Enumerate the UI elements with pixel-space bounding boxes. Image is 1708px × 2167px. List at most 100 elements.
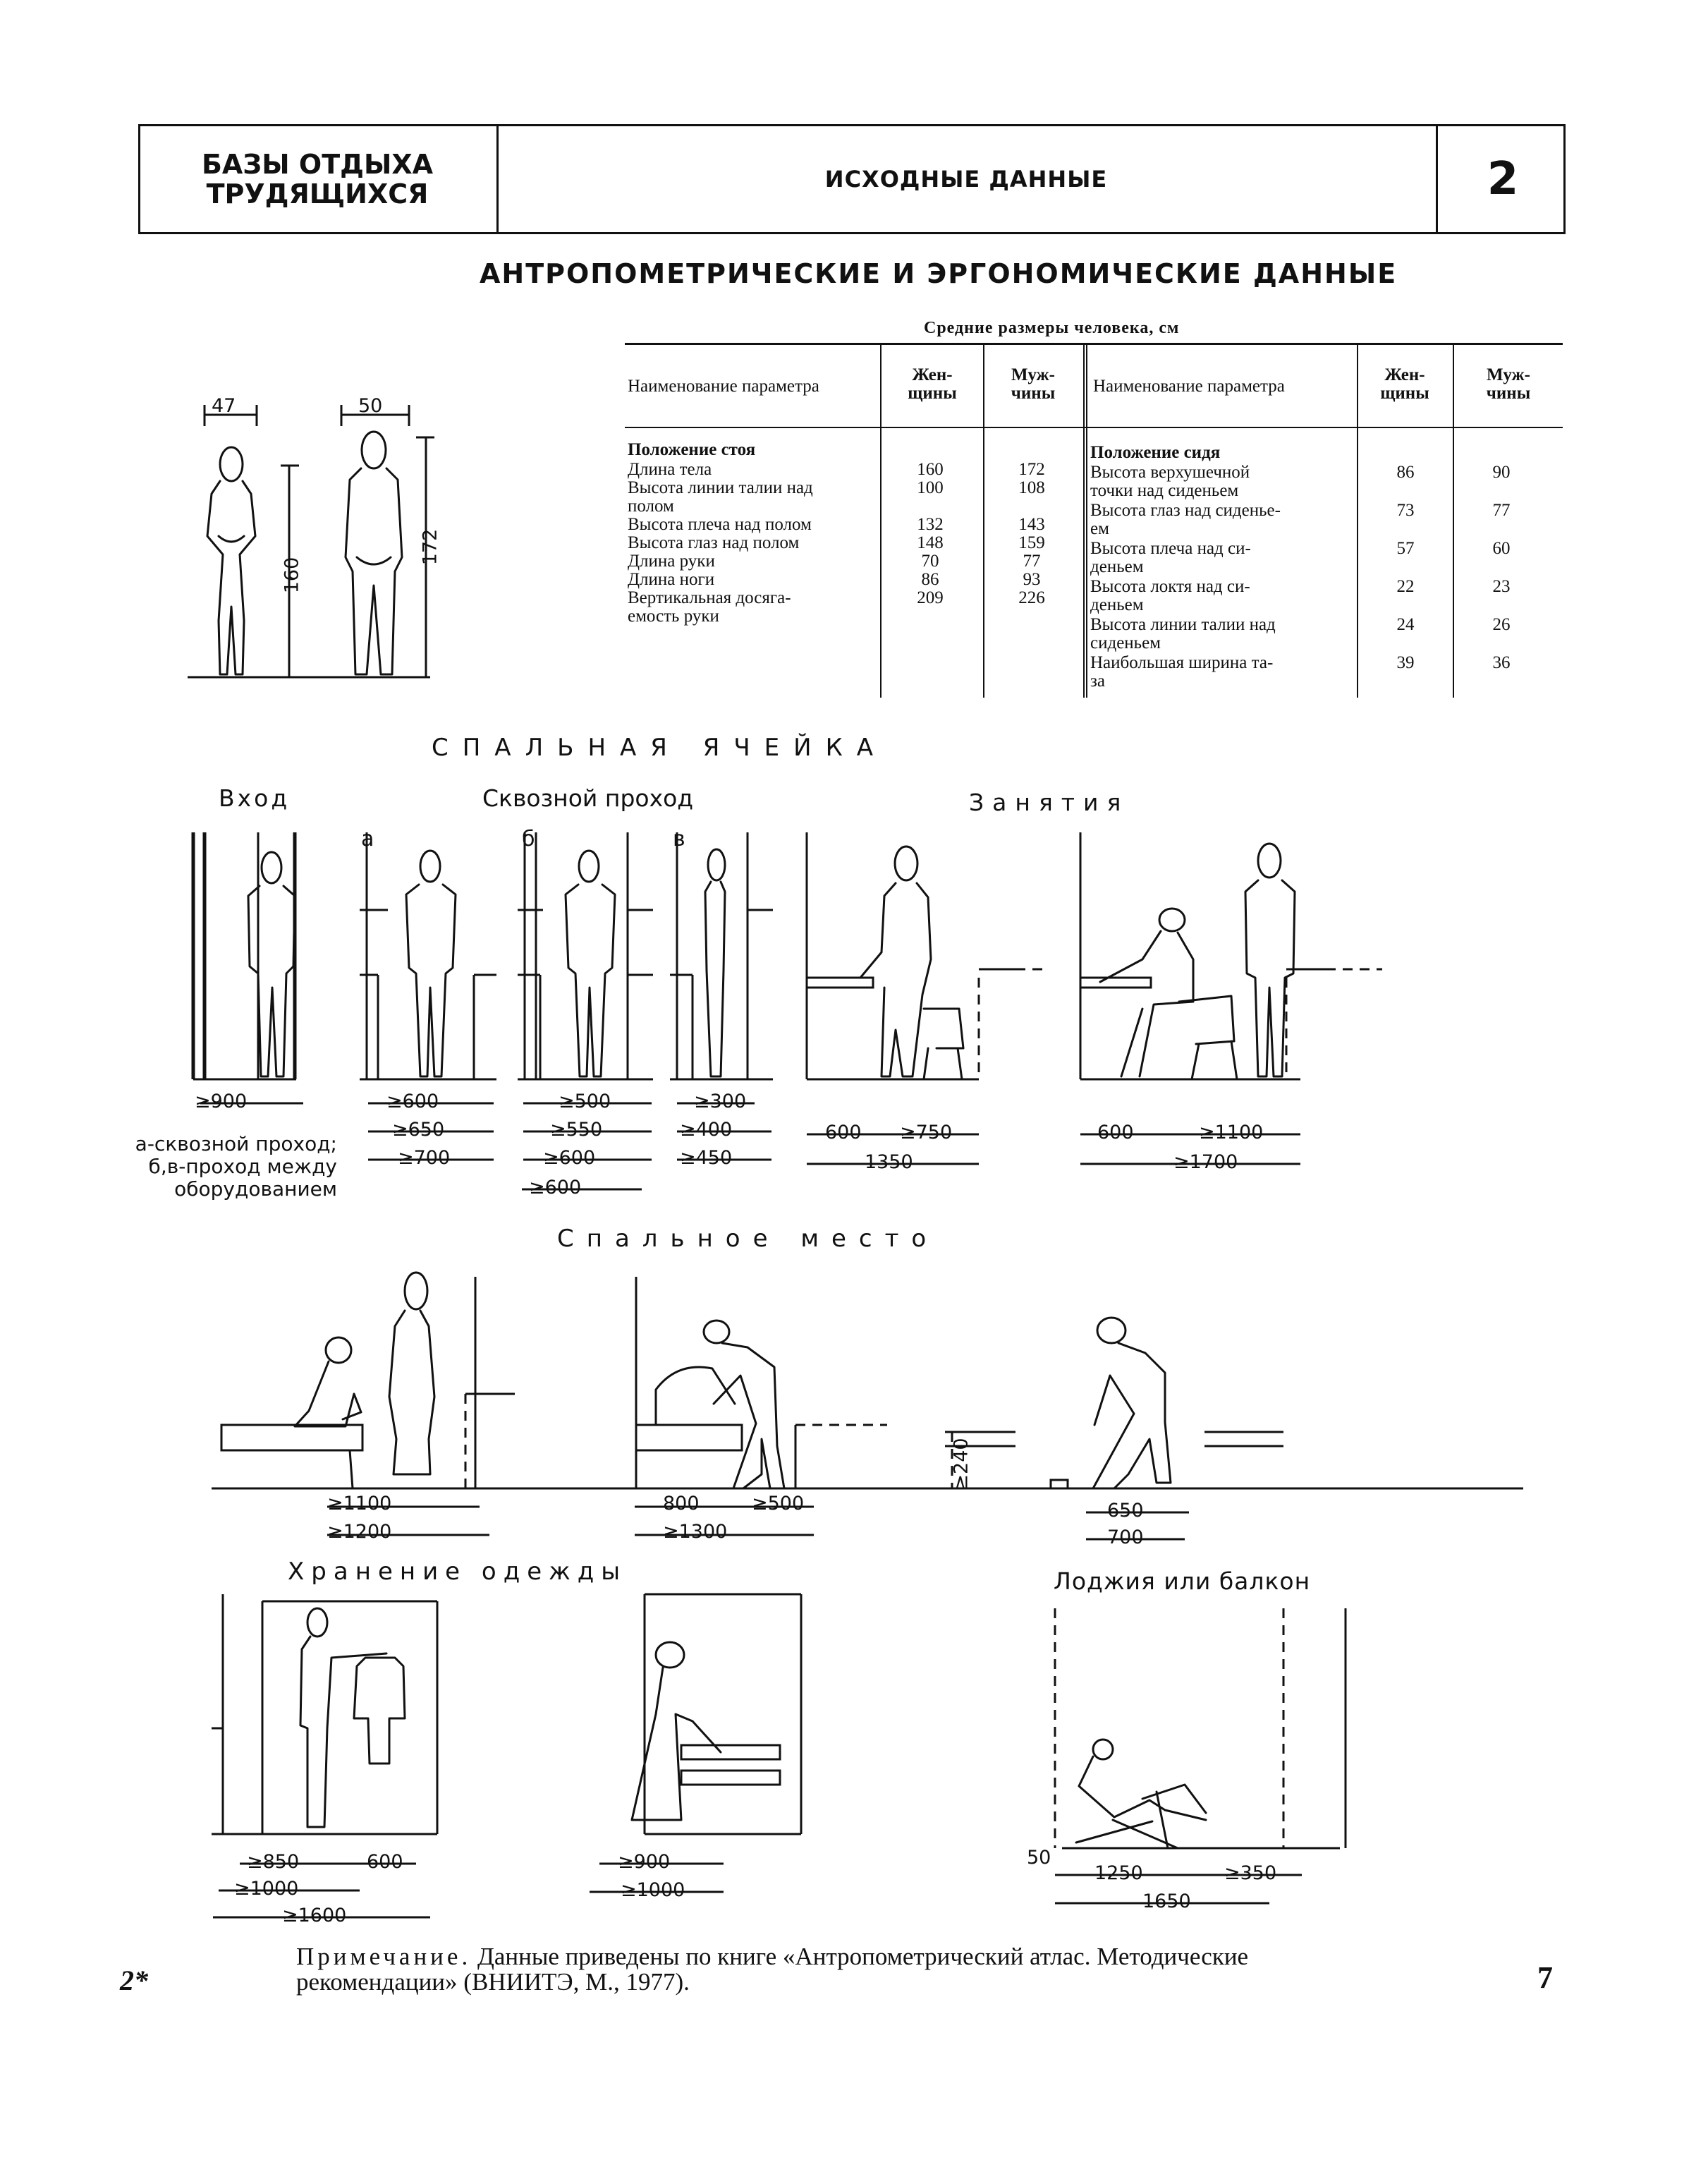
sitting-heading: Положение сидя	[1090, 443, 1221, 462]
standing-row-men: 93	[1023, 570, 1041, 589]
clothes-g1-dim-3: ≥1000	[234, 1878, 299, 1900]
sitting-row-men: 60	[1492, 539, 1511, 558]
table-caption: Средние размеры человека, см	[924, 319, 1180, 337]
col-men-left: Муж- чины	[1011, 365, 1056, 403]
sitting-row-name: Высота локтя над си- деньем	[1090, 577, 1250, 614]
sitting-row-men: 36	[1492, 653, 1511, 672]
signature-mark: 2*	[120, 1965, 148, 1996]
standing-row-men: 108	[1018, 478, 1045, 497]
sitting-row-name: Наибольшая ширина та- за	[1090, 653, 1274, 691]
standing-row-women: 209	[917, 588, 944, 607]
clothes-g1-dim-2: 600	[367, 1851, 403, 1873]
sleeping-g2-dim-1: 800	[663, 1493, 700, 1515]
clothes-g2-dim-2: ≥1000	[621, 1879, 685, 1901]
activities-right-dim-1: 600	[1097, 1122, 1134, 1143]
standing-row-women: 148	[917, 533, 944, 552]
clothes-balcony-drawings	[212, 1593, 1347, 1850]
balcony-dim-1: 1250	[1094, 1862, 1143, 1884]
sitting-row-name: Высота верхушечной точки над сиденьем	[1090, 463, 1250, 500]
activities-left-dim-1: 600	[825, 1122, 862, 1143]
clothes-dim-lines	[213, 1862, 1302, 1919]
passage-c-drawing	[670, 832, 773, 1081]
balcony-title: Лоджия или балкон	[1054, 1567, 1311, 1595]
sleeping-cell-title: СПАЛЬНАЯ ЯЧЕЙКА	[432, 734, 887, 762]
passage-note-line-2: б,в-проход между	[148, 1155, 337, 1178]
sleeping-g3-dim-2: 700	[1107, 1526, 1144, 1548]
passage-c-dim-3: ≥450	[680, 1147, 733, 1169]
sitting-row-women: 22	[1396, 577, 1415, 596]
standing-row-men: 77	[1023, 552, 1041, 571]
passage-note-line-1: а-сквозной проход;	[135, 1132, 337, 1155]
page-header: БАЗЫ ОТДЫХА ТРУДЯЩИХСЯ ИСХОДНЫЕ ДАННЫЕ 2	[138, 124, 1566, 234]
standing-row-name: Вертикальная досяга- емость руки	[628, 588, 791, 626]
standing-row-women: 100	[917, 478, 944, 497]
woman-width-dim: 47	[212, 395, 236, 417]
sleeping-g3-dim-1: 650	[1107, 1500, 1144, 1522]
passage-b-drawing	[518, 832, 653, 1081]
page-title: АНТРОПОМЕТРИЧЕСКИЕ И ЭРГОНОМИЧЕСКИЕ ДАНН…	[480, 258, 1398, 289]
sitting-row-women: 57	[1396, 539, 1415, 558]
passage-label: Сквозной проход	[482, 784, 694, 812]
passage-note-line-3: оборудованием	[174, 1177, 337, 1201]
clothes-g2-dim-1: ≥900	[618, 1851, 671, 1873]
activities-desk-two-drawing	[1079, 832, 1382, 1081]
activities-right-dim-2: ≥1100	[1199, 1122, 1264, 1143]
passage-b-dim-4: ≥600	[529, 1177, 582, 1198]
sleeping-g1-dim-2: ≥1200	[327, 1521, 392, 1543]
man-height-dim: 172	[419, 528, 441, 566]
entrance-drawing	[191, 832, 297, 1081]
activities-left-dim-2: ≥750	[900, 1122, 953, 1143]
passage-b-dim-3: ≥600	[543, 1147, 596, 1169]
col-men-right: Муж- чины	[1486, 365, 1531, 403]
standing-row-name: Высота глаз над полом	[628, 533, 800, 552]
standing-row-name: Длина тела	[628, 460, 712, 479]
sleeping-g2-dim-2: ≥500	[752, 1493, 805, 1515]
page-number: 7	[1537, 1960, 1553, 1995]
passage-a-drawing	[360, 832, 496, 1081]
standing-row-women: 86	[921, 570, 939, 589]
section-line-2: ТРУДЯЩИХСЯ	[206, 178, 429, 210]
sleeping-g2-dim-3: ≥1300	[663, 1521, 728, 1543]
standing-row-men: 159	[1018, 533, 1045, 552]
activities-left-dim-3: 1350	[865, 1151, 913, 1173]
balcony-dim-3: 1650	[1142, 1890, 1191, 1912]
anthropometric-table: Наименование параметра Жен- щины Наимено…	[625, 343, 1563, 698]
standing-row-name: Длина ноги	[628, 570, 715, 589]
standing-row-women: 132	[917, 515, 944, 534]
standing-row-men: 172	[1018, 460, 1045, 479]
passage-note: а-сквозной проход; б,в-проход между обор…	[120, 1133, 337, 1201]
note-label: Примечание.	[296, 1943, 472, 1970]
passage-b-dim-1: ≥500	[559, 1091, 611, 1112]
sitting-row-women: 73	[1396, 501, 1415, 520]
section-line-1: БАЗЫ ОТДЫХА	[201, 149, 434, 180]
clothes-g1-dim-1: ≥850	[247, 1851, 300, 1873]
entrance-dim: ≥900	[195, 1091, 248, 1112]
sitting-row-name: Высота плеча над си- деньем	[1090, 539, 1251, 576]
sleeping-place-drawings	[212, 1271, 1523, 1490]
col-women-left: Жен- щины	[908, 365, 957, 403]
topic-title: ИСХОДНЫЕ ДАННЫЕ	[824, 166, 1108, 193]
col-param-right: Наименование параметра	[1093, 377, 1285, 396]
balcony-dim-2: ≥350	[1224, 1862, 1277, 1884]
sitting-row-women: 86	[1396, 463, 1415, 482]
sitting-row-women: 24	[1396, 615, 1415, 634]
footnote: Примечание. Данные приведены по книге «А…	[296, 1944, 1340, 1995]
chapter-number: 2	[1487, 153, 1519, 205]
passage-a-dim-1: ≥600	[386, 1091, 439, 1112]
sitting-row-men: 90	[1492, 463, 1511, 482]
sitting-row-men: 23	[1492, 577, 1511, 596]
clothes-title: Хранение одежды	[288, 1558, 628, 1586]
standing-row-men: 226	[1018, 588, 1045, 607]
sleeping-place-title: Спальное место	[557, 1225, 939, 1253]
entrance-label: Вход	[219, 784, 291, 812]
woman-height-dim: 160	[281, 557, 303, 594]
sitting-row-men: 77	[1492, 501, 1511, 520]
sitting-row-men: 26	[1492, 615, 1511, 634]
sleeping-place-dim-lines	[327, 1505, 1189, 1541]
sitting-row-name: Высота линии талии над сиденьем	[1090, 615, 1276, 652]
col-param-left: Наименование параметра	[628, 377, 819, 396]
letter-c: в	[673, 827, 685, 851]
clothes-g1-dim-4: ≥1600	[282, 1905, 347, 1926]
passage-c-dim-1: ≥300	[694, 1091, 747, 1112]
sleeping-cell-drawings	[191, 832, 1382, 1081]
